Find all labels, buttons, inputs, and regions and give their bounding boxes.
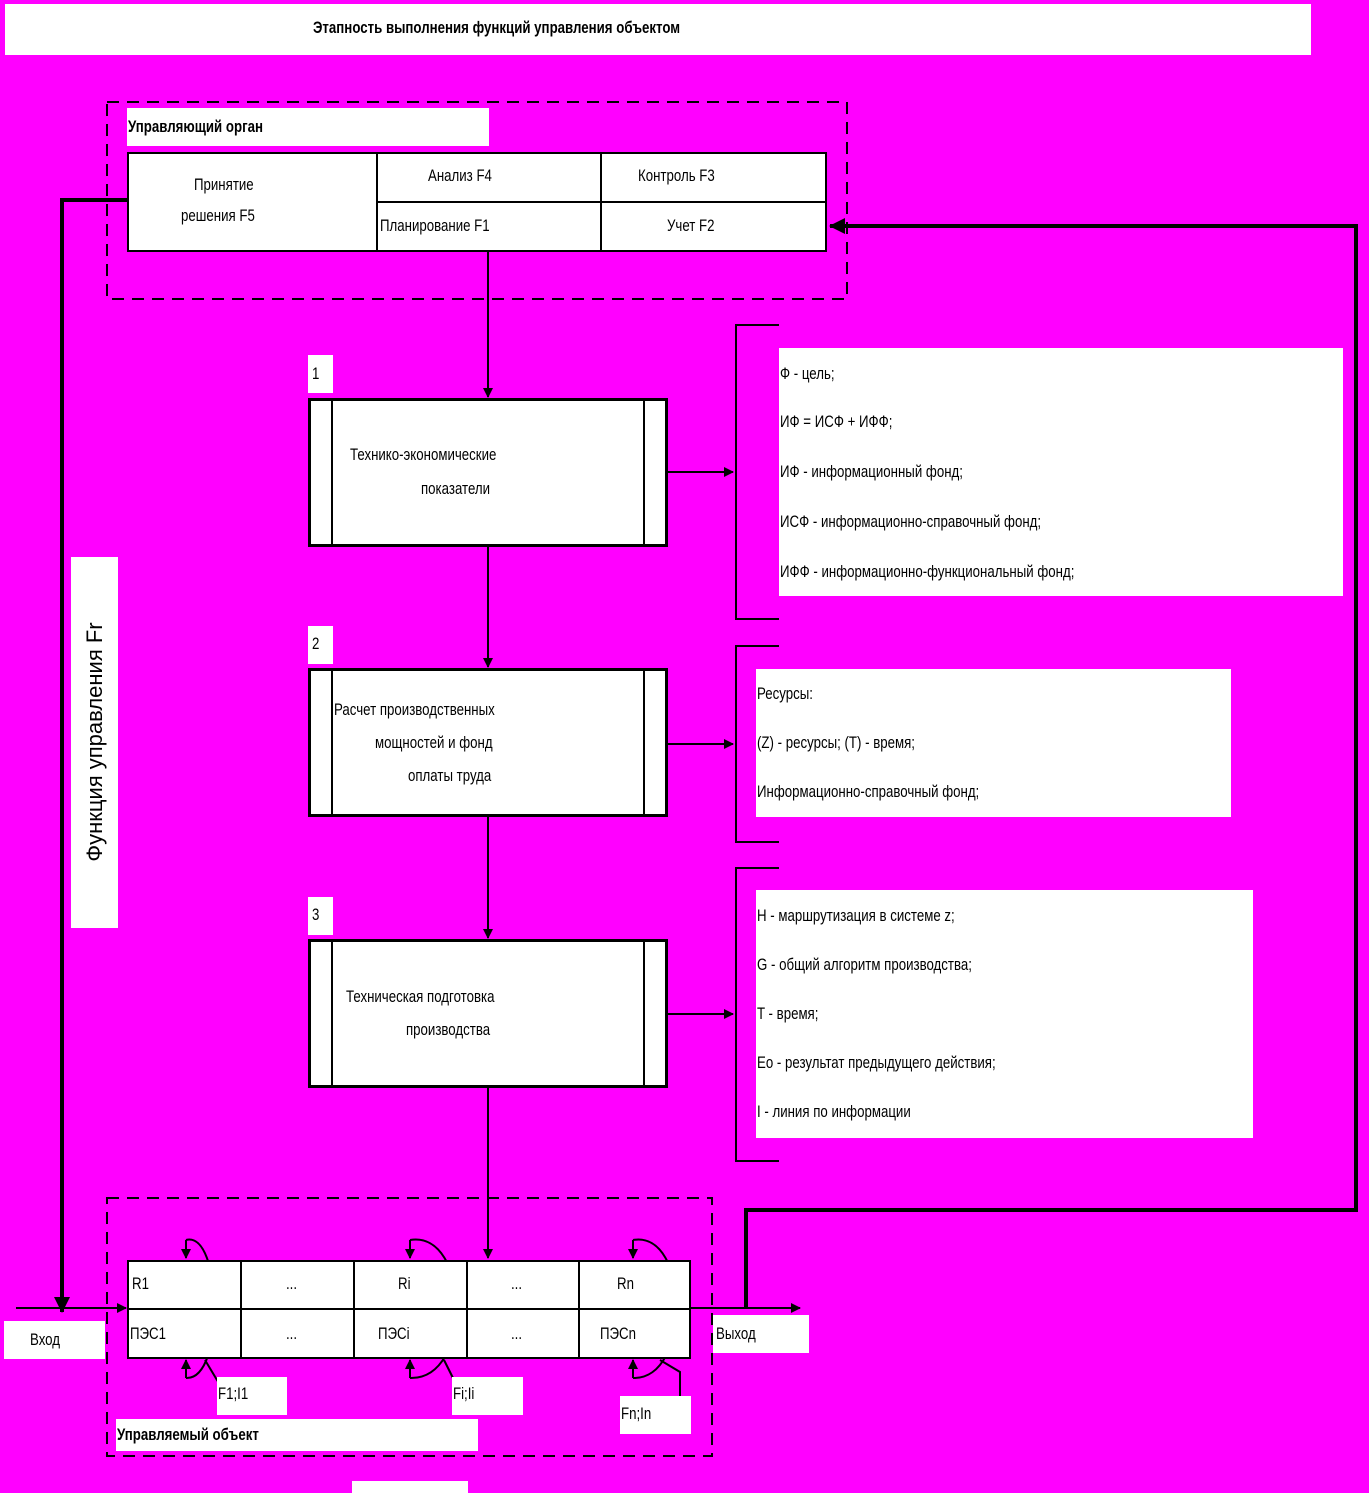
object-label-box (116, 1419, 478, 1451)
note-3-line-2: G - общий алгоритм производства; (757, 955, 972, 974)
loop-label-3: Fn;In (621, 1404, 652, 1423)
step-3-box (308, 939, 668, 1088)
side-label: Функция управления Fr (82, 622, 107, 862)
object-top-label-2: ... (286, 1274, 298, 1293)
step-2-box (308, 668, 668, 817)
input-label-box (4, 1321, 105, 1359)
object-cell-top-2 (240, 1260, 355, 1310)
loop-label-3-box (620, 1396, 691, 1434)
decision-cell (127, 152, 378, 252)
accounting-cell (600, 201, 827, 252)
object-cell-bottom-2 (240, 1308, 355, 1359)
step-1-number-box (308, 355, 333, 393)
step-1-line-1: Технико-экономические (350, 445, 497, 464)
note-1-line-3: ИФ - информационный фонд; (780, 462, 963, 481)
note-1-box (779, 348, 1343, 596)
step-2-number: 2 (312, 634, 320, 653)
step-1-line-2: показатели (421, 479, 491, 498)
object-cell-pesn (578, 1308, 691, 1359)
output-label-box (713, 1315, 809, 1353)
object-bottom-label-3: ПЭСi (378, 1324, 410, 1343)
note-2-line-3: Информационно-справочный фонд; (757, 782, 980, 801)
analysis-label: Анализ F4 (428, 166, 492, 185)
step-2-line-3: оплаты труда (408, 766, 492, 785)
object-top-label-3: Ri (398, 1274, 411, 1293)
accounting-label: Учет F2 (667, 216, 715, 235)
loop-label-2: Fi;Ii (453, 1384, 475, 1403)
control-cell (600, 152, 827, 203)
note-3-line-5: I - линия по информации (757, 1102, 911, 1121)
object-bottom-label-4: ... (511, 1324, 523, 1343)
note-3-line-1: H - маршрутизация в системе z; (757, 906, 955, 925)
step-1-number: 1 (312, 364, 320, 383)
object-cell-pes1 (127, 1308, 242, 1359)
step-2-line-1: Расчет производственных (334, 700, 495, 719)
title-bar (5, 4, 1311, 55)
planning-label: Планирование F1 (380, 216, 490, 235)
step-1-box (308, 398, 668, 547)
controller-label: Управляющий орган (128, 117, 263, 136)
control-label: Контроль F3 (638, 166, 715, 185)
note-1-line-4: ИСФ - информационно-справочный фонд; (780, 512, 1042, 531)
input-label: Вход (30, 1330, 61, 1349)
note-2-line-2: (Z) - ресурсы; (T) - время; (757, 733, 915, 752)
loop-label-2-box (452, 1377, 523, 1415)
step-2-number-box (308, 626, 333, 664)
object-top-label-4: ... (511, 1274, 523, 1293)
decision-line-1: Принятие (194, 175, 254, 194)
object-cell-rn (578, 1260, 691, 1310)
object-top-label-5: Rn (617, 1274, 634, 1293)
object-cell-pesi (353, 1308, 468, 1359)
side-label-box (71, 557, 118, 928)
note-1-line-1: Ф - цель; (780, 364, 835, 383)
output-label: Выход (716, 1324, 756, 1343)
step-3-line-1: Техническая подготовка (346, 987, 495, 1006)
step-3-number-box (308, 897, 333, 935)
loop-label-1-box (217, 1377, 287, 1415)
note-1-line-5: ИФФ - информационно-функциональный фонд; (780, 562, 1075, 581)
planning-cell (376, 201, 602, 252)
loop-label-1: F1;I1 (218, 1384, 249, 1403)
bottom-blank-box (352, 1481, 468, 1493)
decision-line-2: решения F5 (181, 206, 255, 225)
step-3-line-2: производства (406, 1020, 491, 1039)
object-bottom-label-5: ПЭСn (600, 1324, 637, 1343)
object-bottom-label-1: ПЭС1 (130, 1324, 167, 1343)
page-title: Этапность выполнения функций управления … (313, 18, 681, 37)
note-3-line-4: Eo - результат предыдущего действия; (757, 1053, 996, 1072)
object-bottom-label-2: ... (286, 1324, 298, 1343)
note-2-box (756, 669, 1231, 817)
note-2-line-1: Ресурсы: (757, 684, 813, 703)
note-1-line-2: ИФ = ИСФ + ИФФ; (780, 412, 893, 431)
note-3-box (756, 890, 1253, 1138)
object-label: Управляемый объект (117, 1425, 259, 1444)
note-3-line-3: T - время; (757, 1004, 819, 1023)
object-cell-bottom-4 (466, 1308, 580, 1359)
controller-label-box (127, 108, 489, 146)
step-2-line-2: мощностей и фонд (375, 733, 493, 752)
object-top-label-1: R1 (132, 1274, 149, 1293)
object-cell-top-4 (466, 1260, 580, 1310)
step-3-number: 3 (312, 905, 320, 924)
